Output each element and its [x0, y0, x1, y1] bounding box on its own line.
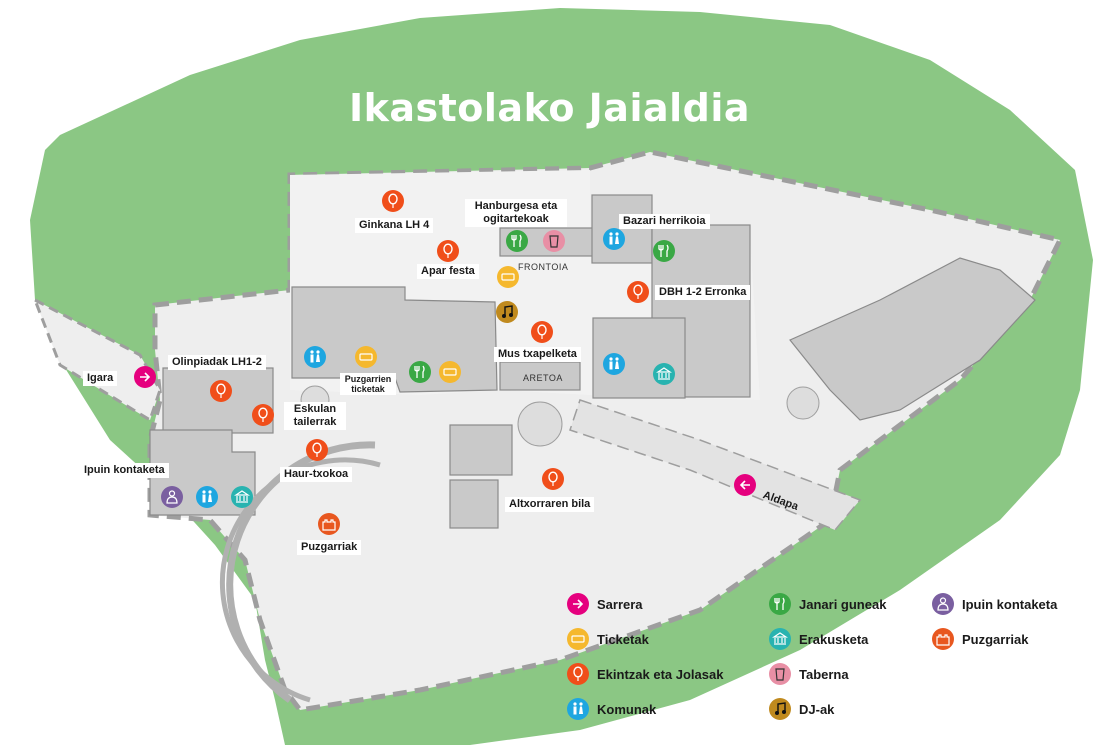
label-puzgarriak: Puzgarriak	[297, 540, 362, 555]
restroom-icon	[196, 486, 218, 508]
balloon-icon	[382, 190, 404, 212]
balloon-icon	[306, 439, 328, 461]
balloon-icon	[627, 281, 649, 303]
label-ginkana: Ginkana LH 4	[355, 218, 434, 233]
label-apar: Apar festa	[417, 264, 479, 279]
museum-icon	[653, 363, 675, 385]
sarrera-icon	[134, 366, 156, 388]
label-dbh: DBH 1-2 Erronka	[655, 285, 751, 300]
restroom-icon	[603, 353, 625, 375]
label-ipuin: Ipuin kontaketa	[80, 463, 169, 478]
sarrera-icon	[734, 474, 756, 496]
cup-icon	[769, 663, 791, 685]
legend-label: DJ-ak	[799, 701, 835, 717]
restroom-icon	[567, 698, 589, 720]
museum-icon	[231, 486, 253, 508]
fork-knife-icon	[506, 230, 528, 252]
igara-path	[32, 296, 162, 423]
ticket-icon	[439, 361, 461, 383]
balloon-icon	[531, 321, 553, 343]
balloon-icon	[542, 468, 564, 490]
fork-knife-icon	[409, 361, 431, 383]
label-hanburgesa: Hanburgesa eta ogitartekoak	[465, 199, 567, 227]
balloon-icon	[437, 240, 459, 262]
ticket-icon	[497, 266, 519, 288]
legend-label: Janari guneak	[799, 596, 887, 612]
legend-label: Puzgarriak	[962, 631, 1029, 647]
bouncy-castle-icon	[932, 628, 954, 650]
balloon-icon	[210, 380, 232, 402]
building-bazari	[591, 194, 653, 264]
ticket-icon	[567, 628, 589, 650]
sarrera-icon	[567, 593, 589, 615]
storyteller-icon	[161, 486, 183, 508]
label-mus: Mus txapelketa	[494, 347, 581, 362]
legend-label: Sarrera	[597, 596, 643, 612]
balloon-icon	[567, 663, 589, 685]
music-note-icon	[769, 698, 791, 720]
storyteller-icon	[932, 593, 954, 615]
fork-knife-icon	[769, 593, 791, 615]
label-haur: Haur-txokoa	[280, 467, 353, 482]
map-title: Ikastolako Jaialdia	[348, 86, 751, 130]
legend-label: Erakusketa	[799, 631, 869, 647]
legend-label: Ekintzak eta Jolasak	[597, 666, 724, 682]
legend-item-sarrera: Sarrera	[567, 593, 643, 615]
legend-item-ticketak: Ticketak	[567, 628, 649, 650]
fork-knife-icon	[653, 240, 675, 262]
label-puzgarrien-ticketak: Puzgarrien ticketak	[340, 373, 396, 395]
legend-item-ipuin: Ipuin kontaketa	[932, 593, 1057, 615]
aldapa-road	[569, 399, 862, 531]
legend-item-janari: Janari guneak	[769, 593, 886, 615]
legend-item-ekintzak: Ekintzak eta Jolasak	[567, 663, 723, 685]
legend-item-dj: DJ-ak	[769, 698, 834, 720]
bouncy-castle-icon	[318, 513, 340, 535]
legend-item-erakusketa: Erakusketa	[769, 628, 868, 650]
building-aretoa	[499, 361, 581, 391]
music-note-icon	[496, 301, 518, 323]
ticket-icon	[355, 346, 377, 368]
legend-label: Taberna	[799, 666, 849, 682]
museum-icon	[769, 628, 791, 650]
label-frontoia: FRONTOIA	[518, 262, 569, 272]
label-aretoa: ARETOA	[523, 373, 563, 383]
label-eskulan: Eskulan tailerrak	[284, 402, 346, 430]
balloon-icon	[252, 404, 274, 426]
restroom-icon	[304, 346, 326, 368]
legend-label: Ipuin kontaketa	[962, 596, 1058, 612]
building-right-wing	[789, 257, 1036, 421]
label-igara: Igara	[83, 371, 118, 386]
label-altxorraren: Altxorraren bila	[505, 497, 595, 512]
building-center	[449, 424, 513, 476]
label-bazari: Bazari herrikoia	[619, 214, 710, 229]
legend-item-puzgarriak: Puzgarriak	[932, 628, 1028, 650]
cup-icon	[543, 230, 565, 252]
legend-label: Komunak	[597, 701, 657, 717]
legend-item-taberna: Taberna	[769, 663, 849, 685]
legend-item-komunak: Komunak	[567, 698, 656, 720]
building-altxor	[449, 479, 499, 529]
legend-label: Ticketak	[597, 631, 649, 647]
restroom-icon	[603, 228, 625, 250]
label-olinpiadak: Olinpiadak LH1-2	[168, 355, 266, 370]
